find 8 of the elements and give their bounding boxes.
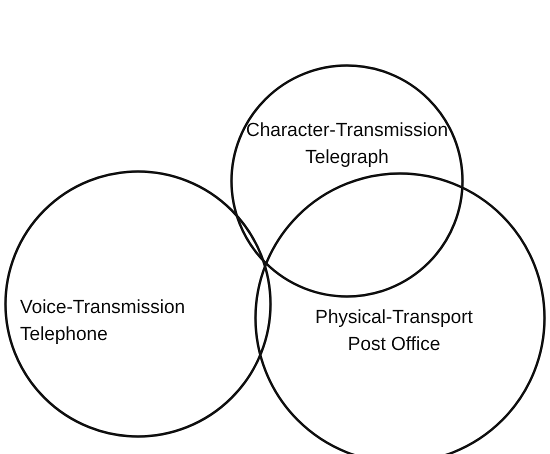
example-label: Telegraph <box>305 146 389 170</box>
category-label: Voice-Transmission <box>20 296 186 320</box>
example-label: Post Office <box>348 333 440 357</box>
venn-circle <box>4 170 272 438</box>
category-label: Physical-Transport <box>315 306 473 330</box>
example-label: Telephone <box>20 323 108 347</box>
venn-circle <box>230 64 464 298</box>
category-label: Character-Transmission <box>246 119 448 143</box>
